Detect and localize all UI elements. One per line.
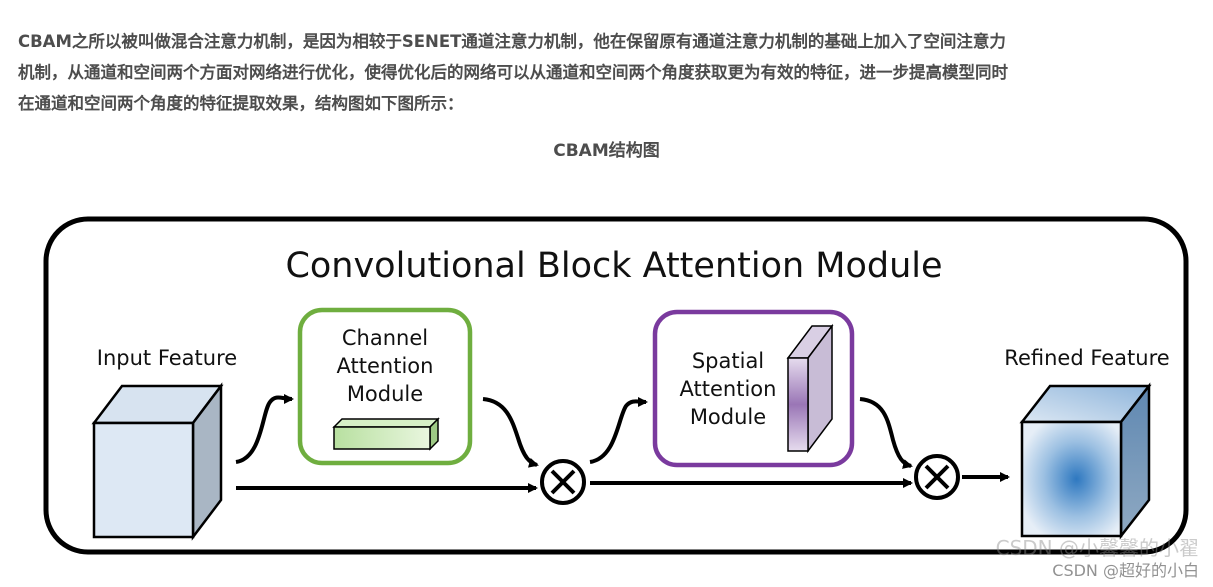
watermark-primary: CSDN @小馨馨的小翟	[995, 536, 1199, 560]
channel-module-line-1: Channel	[342, 326, 428, 350]
spatial-attention-plane	[786, 323, 834, 454]
input-feature-label: Input Feature	[97, 346, 237, 370]
figure-caption: CBAM结构图	[553, 141, 660, 161]
refined-feature-label: Refined Feature	[1004, 346, 1169, 370]
multiply-node-channel	[540, 459, 586, 505]
multiply-node-spatial	[914, 454, 960, 500]
module-frame	[43, 216, 1189, 555]
flow-arrows	[235, 393, 1010, 493]
refined-feature-cube	[1019, 382, 1152, 540]
paragraph-line-3: 在通道和空间两个角度的特征提取效果，结构图如下图所示：	[18, 94, 464, 113]
channel-module-line-2: Attention	[337, 354, 434, 378]
paragraph-line-2: 机制，从通道和空间两个方面对网络进行优化，使得优化后的网络可以从通道和空间两个角…	[18, 63, 1008, 82]
watermark-secondary: CSDN @超好的小白	[1052, 561, 1199, 580]
input-feature-cube	[91, 382, 224, 541]
article-paragraph: CBAM之所以被叫做混合注意力机制，是因为相较于SENET通道注意力机制，他在保…	[18, 26, 1213, 119]
paragraph-line-1: CBAM之所以被叫做混合注意力机制，是因为相较于SENET通道注意力机制，他在保…	[18, 32, 1006, 51]
spatial-module-line-1: Spatial	[692, 349, 764, 373]
spatial-module-line-2: Attention	[680, 377, 777, 401]
channel-module-line-3: Module	[347, 382, 423, 406]
channel-attention-bar	[332, 417, 440, 451]
spatial-module-line-3: Module	[690, 405, 766, 429]
diagram-title: Convolutional Block Attention Module	[285, 246, 942, 286]
